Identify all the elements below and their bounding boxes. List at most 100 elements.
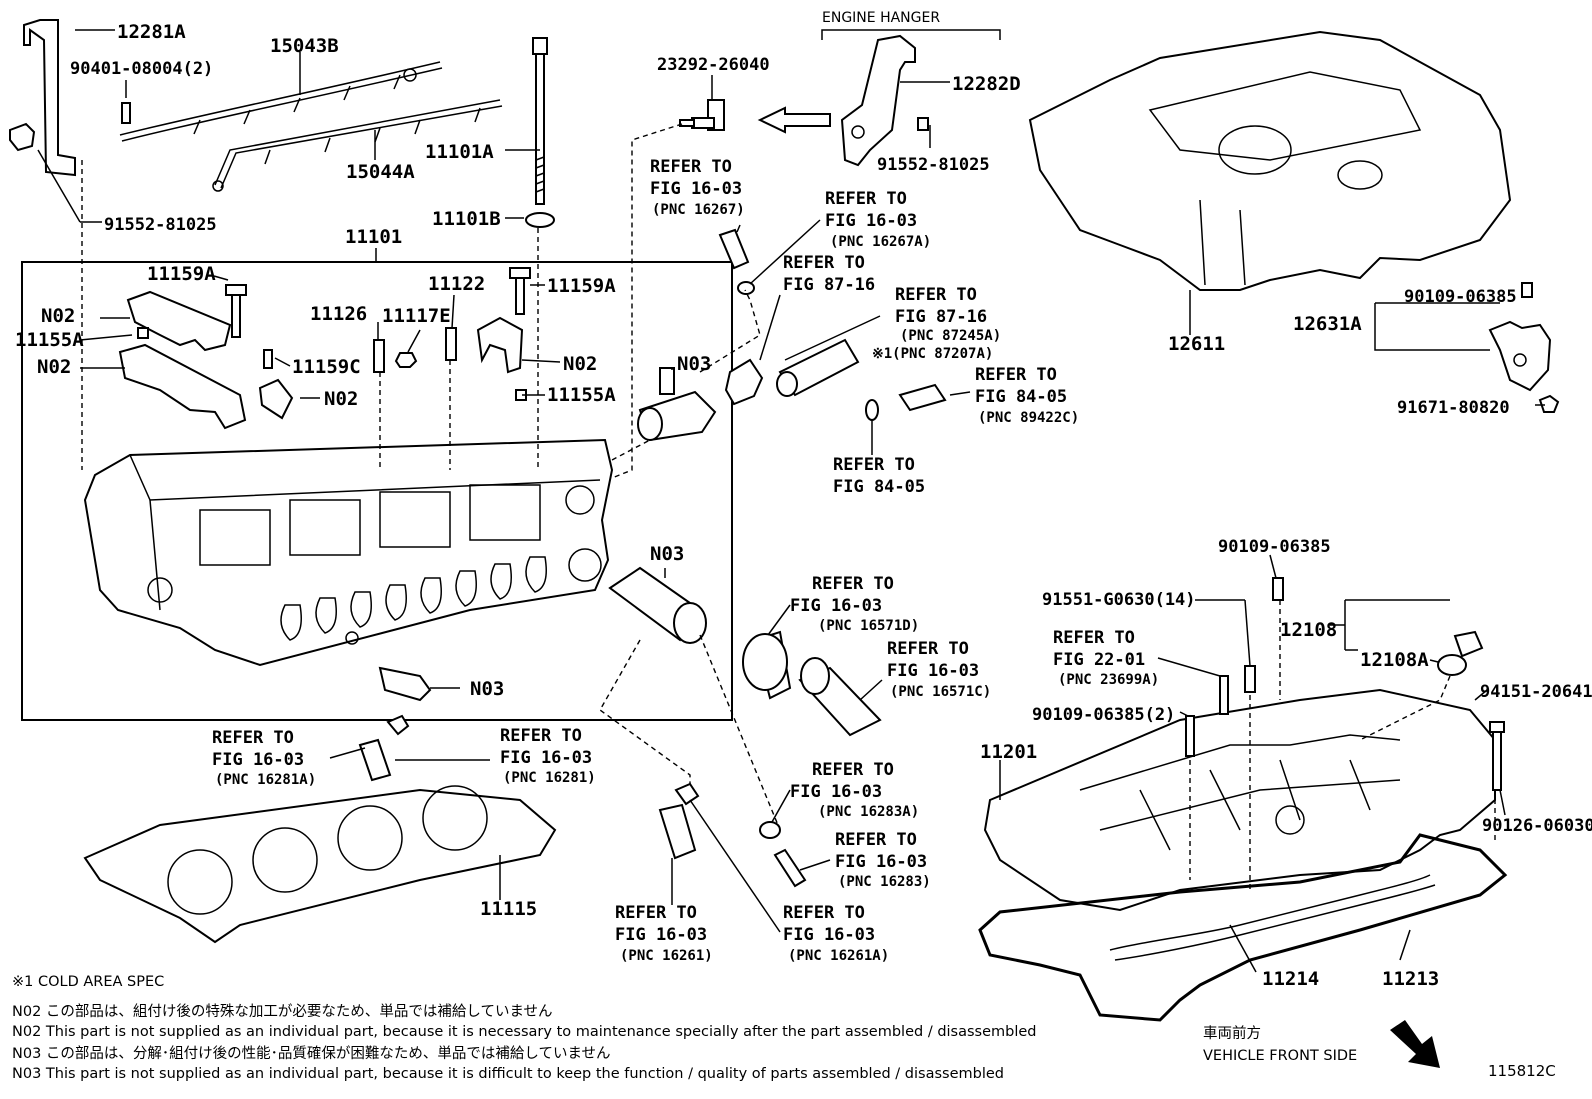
wire-harness-15044a[interactable] <box>212 99 503 192</box>
oil-cap-12108[interactable] <box>1453 630 1484 658</box>
label-11115: 11115 <box>480 898 537 920</box>
bracket-12631a[interactable] <box>1488 282 1560 413</box>
refer-4-pnc: (PNC 89422C) <box>978 410 1079 426</box>
refer-14-line1[interactable]: REFER TO <box>783 903 865 923</box>
label-23292: 23292-26040 <box>657 55 770 75</box>
hose-16261[interactable] <box>658 803 697 860</box>
refer-10-pnc: (PNC 16281) <box>503 770 596 786</box>
wire-harness-15043b[interactable] <box>119 61 443 142</box>
refer-8-pnc: (PNC 23699A) <box>1058 672 1159 688</box>
refer-3-line2[interactable]: FIG 87-16 <box>895 307 987 327</box>
refer-0-line1[interactable]: REFER TO <box>650 157 732 177</box>
camshaft-bearing-caps[interactable] <box>118 290 524 430</box>
refer-13-line1[interactable]: REFER TO <box>615 903 697 923</box>
refer-1-line1[interactable]: REFER TO <box>825 189 907 209</box>
label-12108: 12108 <box>1280 619 1337 641</box>
label-11101a: 11101A <box>425 141 494 163</box>
clamp-16267a[interactable] <box>737 281 755 295</box>
refer-12-line1[interactable]: REFER TO <box>835 830 917 850</box>
cylinder-head-cover-11201[interactable] <box>983 688 1496 912</box>
hose-16281[interactable] <box>358 738 392 782</box>
label-91552-left: 91552-81025 <box>104 215 217 235</box>
engine-hanger-label: ENGINE HANGER <box>822 10 940 26</box>
refer-14-line2[interactable]: FIG 16-03 <box>783 925 875 945</box>
refer-9-pnc: (PNC 16281A) <box>215 772 316 788</box>
refer-2-line2[interactable]: FIG 87-16 <box>783 275 875 295</box>
head-gasket-11115[interactable] <box>83 785 557 944</box>
vehicle-front-en: VEHICLE FRONT SIDE <box>1203 1048 1357 1064</box>
refer-9-line2[interactable]: FIG 16-03 <box>212 750 304 770</box>
refer-11-pnc: (PNC 16283A) <box>818 804 919 820</box>
refer-9-line1[interactable]: REFER TO <box>212 728 294 748</box>
refer-12-line2[interactable]: FIG 16-03 <box>835 852 927 872</box>
engine-cover-12611[interactable] <box>1028 30 1512 291</box>
n02-note-jp: N02 この部品は、組付け後の特殊な加工が必要なため、単品では補給していません <box>12 1003 553 1020</box>
label-n02-b: N02 <box>37 356 71 378</box>
refer-7-line2[interactable]: FIG 16-03 <box>887 661 979 681</box>
cylinder-head[interactable] <box>83 438 614 667</box>
label-11159a-left: 11159A <box>147 263 216 285</box>
refer-1-line2[interactable]: FIG 16-03 <box>825 211 917 231</box>
stud-23699a[interactable] <box>1219 675 1229 715</box>
washer-11101b[interactable] <box>525 212 555 228</box>
label-n02-d: N02 <box>563 353 597 375</box>
refer-3-line1[interactable]: REFER TO <box>895 285 977 305</box>
label-n03-a: N03 <box>677 353 711 375</box>
clamp-16281a[interactable] <box>386 714 410 736</box>
bolt-90401[interactable] <box>121 102 131 124</box>
refer-6-line1[interactable]: REFER TO <box>812 574 894 594</box>
refer-7-line1[interactable]: REFER TO <box>887 639 969 659</box>
refer-0-line2[interactable]: FIG 16-03 <box>650 179 742 199</box>
refer-11-line1[interactable]: REFER TO <box>812 760 894 780</box>
head-bolt-11101a[interactable] <box>532 37 548 205</box>
refer-11-line2[interactable]: FIG 16-03 <box>790 782 882 802</box>
tube-fittings-n03[interactable] <box>378 367 717 702</box>
refer-6-line2[interactable]: FIG 16-03 <box>790 596 882 616</box>
union-23292[interactable] <box>679 99 725 131</box>
refer-8-line1[interactable]: REFER TO <box>1053 628 1135 648</box>
n03-note-jp: N03 この部品は、分解･組付け後の性能･品質確保が困難なため、単品では補給して… <box>12 1044 611 1062</box>
engine-hanger-12282d[interactable] <box>840 34 929 167</box>
direction-arrow <box>757 106 831 134</box>
hanger-12281a[interactable] <box>9 19 76 177</box>
bolt-91551[interactable] <box>1244 665 1256 693</box>
hose-16283[interactable] <box>773 848 807 888</box>
label-n03-b: N03 <box>650 543 684 565</box>
refer-12-pnc: (PNC 16283) <box>838 874 931 890</box>
label-90109-c: 90109-06385(2) <box>1032 705 1175 725</box>
refer-4-line1[interactable]: REFER TO <box>975 365 1057 385</box>
refer-5-line2[interactable]: FIG 84-05 <box>833 477 925 497</box>
stud-90126[interactable] <box>1492 729 1502 791</box>
refer-2-line1[interactable]: REFER TO <box>783 253 865 273</box>
gasket-84-05[interactable] <box>865 399 879 421</box>
gasket-11214[interactable] <box>1109 874 1436 961</box>
refer-6-pnc: (PNC 16571D) <box>818 618 919 634</box>
gasket-12108a[interactable] <box>1437 654 1467 676</box>
label-12631a: 12631A <box>1293 313 1362 335</box>
label-11155a-right: 11155A <box>547 384 616 406</box>
clamp-87207a[interactable] <box>724 358 764 406</box>
refer-4-line2[interactable]: FIG 84-05 <box>975 387 1067 407</box>
label-n02-a: N02 <box>41 305 75 327</box>
refer-13-line2[interactable]: FIG 16-03 <box>615 925 707 945</box>
refer-14-pnc: (PNC 16261A) <box>788 948 889 964</box>
bolt-90109-b[interactable] <box>1272 577 1284 601</box>
label-11159c: 11159C <box>292 356 361 378</box>
refer-3-pnc2: ※1(PNC 87207A) <box>872 346 993 362</box>
refer-10-line2[interactable]: FIG 16-03 <box>500 748 592 768</box>
label-11122: 11122 <box>428 273 485 295</box>
refer-10-line1[interactable]: REFER TO <box>500 726 582 746</box>
label-90401: 90401-08004(2) <box>70 59 213 79</box>
refer-1-pnc: (PNC 16267A) <box>830 234 931 250</box>
hose-16267[interactable] <box>718 228 750 270</box>
gasket-11213[interactable] <box>978 833 1508 1022</box>
label-11201: 11201 <box>980 741 1037 763</box>
stud-90109-c[interactable] <box>1185 715 1195 757</box>
cylinder-head-group-frame <box>21 261 733 721</box>
refer-5-line1[interactable]: REFER TO <box>833 455 915 475</box>
n02-note-en: N02 This part is not supplied as an indi… <box>12 1024 1037 1040</box>
clamp-16283a[interactable] <box>759 821 781 839</box>
sensor-89422c[interactable] <box>898 383 947 412</box>
clamp-16261a[interactable] <box>674 782 700 806</box>
refer-8-line2[interactable]: FIG 22-01 <box>1053 650 1145 670</box>
